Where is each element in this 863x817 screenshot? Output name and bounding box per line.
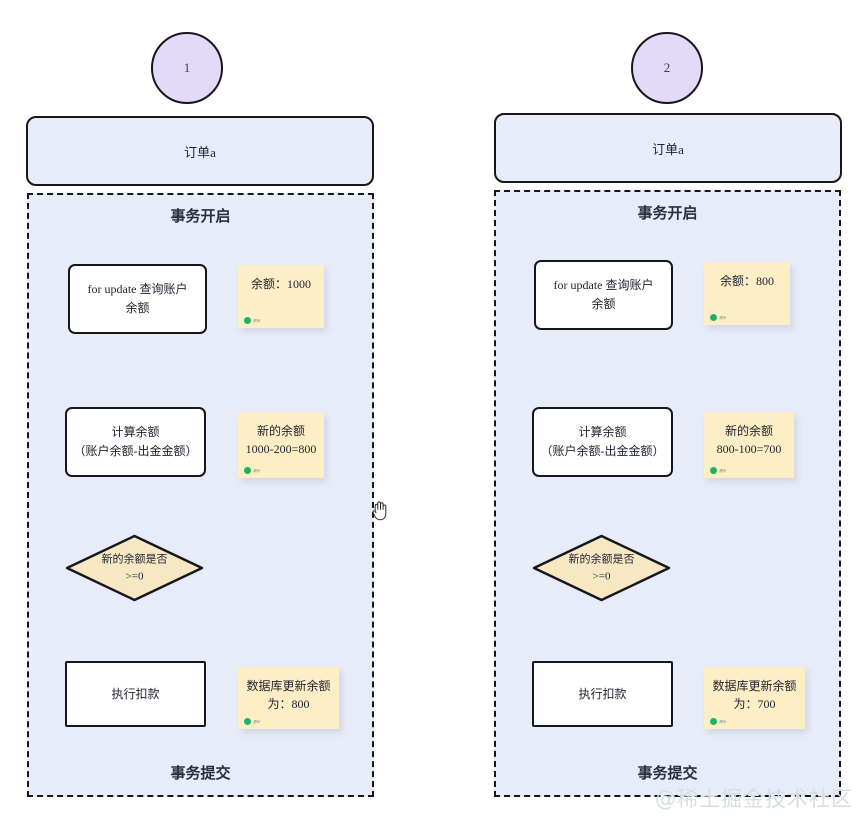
start-node-label: 1 [183,60,191,75]
note-line-2: 1000-200=800 [245,442,317,456]
note-line-1: 新的余额 [724,424,773,438]
process-line-1: for update 查询账户 [553,278,654,293]
sticky-note-calc-panel-2: 新的余额 800-100=700 掘金 [704,412,794,478]
note-line-1: 余额：1000 [250,277,311,291]
start-node-panel-1[interactable]: 1 [151,32,223,104]
transaction-begin-label: 事务开启 [637,204,698,222]
start-node-label: 2 [663,60,671,75]
decision-diamond-panel-1[interactable]: 新的余额是否 >=0 [65,534,204,602]
note-line-2: 800-100=700 [716,442,782,456]
start-node-panel-2[interactable]: 2 [631,32,703,104]
grab-hand-cursor-icon [370,498,392,522]
note-line-1: 数据库更新余额 [712,679,797,693]
note-line-1: 数据库更新余额 [246,679,331,693]
order-box-panel-1[interactable]: 订单a [26,116,374,186]
order-box-panel-2[interactable]: 订单a [494,113,842,183]
badge-label: 掘金 [253,718,260,724]
process-box-query-panel-2[interactable]: for update 查询账户 余额 [534,260,673,330]
badge-dot-icon [710,718,717,725]
watermark: @稀土掘金技术社区 [655,787,853,811]
process-line-1: 计算余额 [111,425,160,440]
order-box-label: 订单a [652,141,684,157]
badge-label: 掘金 [719,467,726,473]
sticky-note-query-panel-2: 余额：800 掘金 [704,262,790,325]
process-line-2: （账户余额-出金金额） [73,444,198,458]
process-line-2: 余额 [591,297,616,311]
sticky-note-deduct-panel-2: 数据库更新余额 为：700 掘金 [704,667,805,729]
transaction-commit-label: 事务提交 [637,764,698,782]
badge-label: 掘金 [253,317,260,323]
transaction-begin-label: 事务开启 [170,207,231,225]
sticky-note-calc-panel-1: 新的余额 1000-200=800 掘金 [238,412,324,478]
badge-dot-icon [244,467,251,474]
diamond-shape [65,534,204,602]
sticky-note-deduct-panel-1: 数据库更新余额 为：800 掘金 [238,667,339,729]
note-line-2: 为：800 [267,697,310,711]
diamond-shape [532,534,671,602]
note-line-2: 为：700 [733,697,776,711]
badge-label: 掘金 [719,718,726,724]
note-line-1: 余额：800 [719,274,774,288]
process-line-2: 余额 [125,301,150,315]
sticky-note-query-panel-1: 余额：1000 掘金 [238,265,324,328]
badge-dot-icon [244,317,251,324]
process-box-deduct-panel-1[interactable]: 执行扣款 [65,661,206,727]
note-badge: 掘金 [710,467,727,474]
process-line-1: 执行扣款 [111,686,160,701]
note-badge: 掘金 [244,317,261,324]
process-line-1: 执行扣款 [578,686,627,701]
process-box-calc-panel-2[interactable]: 计算余额 （账户余额-出金金额） [532,407,673,477]
process-box-calc-panel-1[interactable]: 计算余额 （账户余额-出金金额） [65,407,206,477]
note-badge: 掘金 [710,718,727,725]
process-box-deduct-panel-2[interactable]: 执行扣款 [532,661,673,727]
process-line-1: 计算余额 [578,425,627,440]
order-box-label: 订单a [184,144,216,160]
badge-dot-icon [710,467,717,474]
badge-label: 掘金 [719,314,726,320]
badge-label: 掘金 [253,467,260,473]
process-line-1: for update 查询账户 [87,282,188,297]
badge-dot-icon [244,718,251,725]
process-box-query-panel-1[interactable]: for update 查询账户 余额 [68,264,207,334]
note-line-1: 新的余额 [256,424,305,438]
decision-diamond-panel-2[interactable]: 新的余额是否 >=0 [532,534,671,602]
note-badge: 掘金 [710,314,727,321]
note-badge: 掘金 [244,467,261,474]
process-line-2: （账户余额-出金金额） [540,444,665,458]
badge-dot-icon [710,314,717,321]
note-badge: 掘金 [244,718,261,725]
transaction-commit-label: 事务提交 [170,764,231,782]
